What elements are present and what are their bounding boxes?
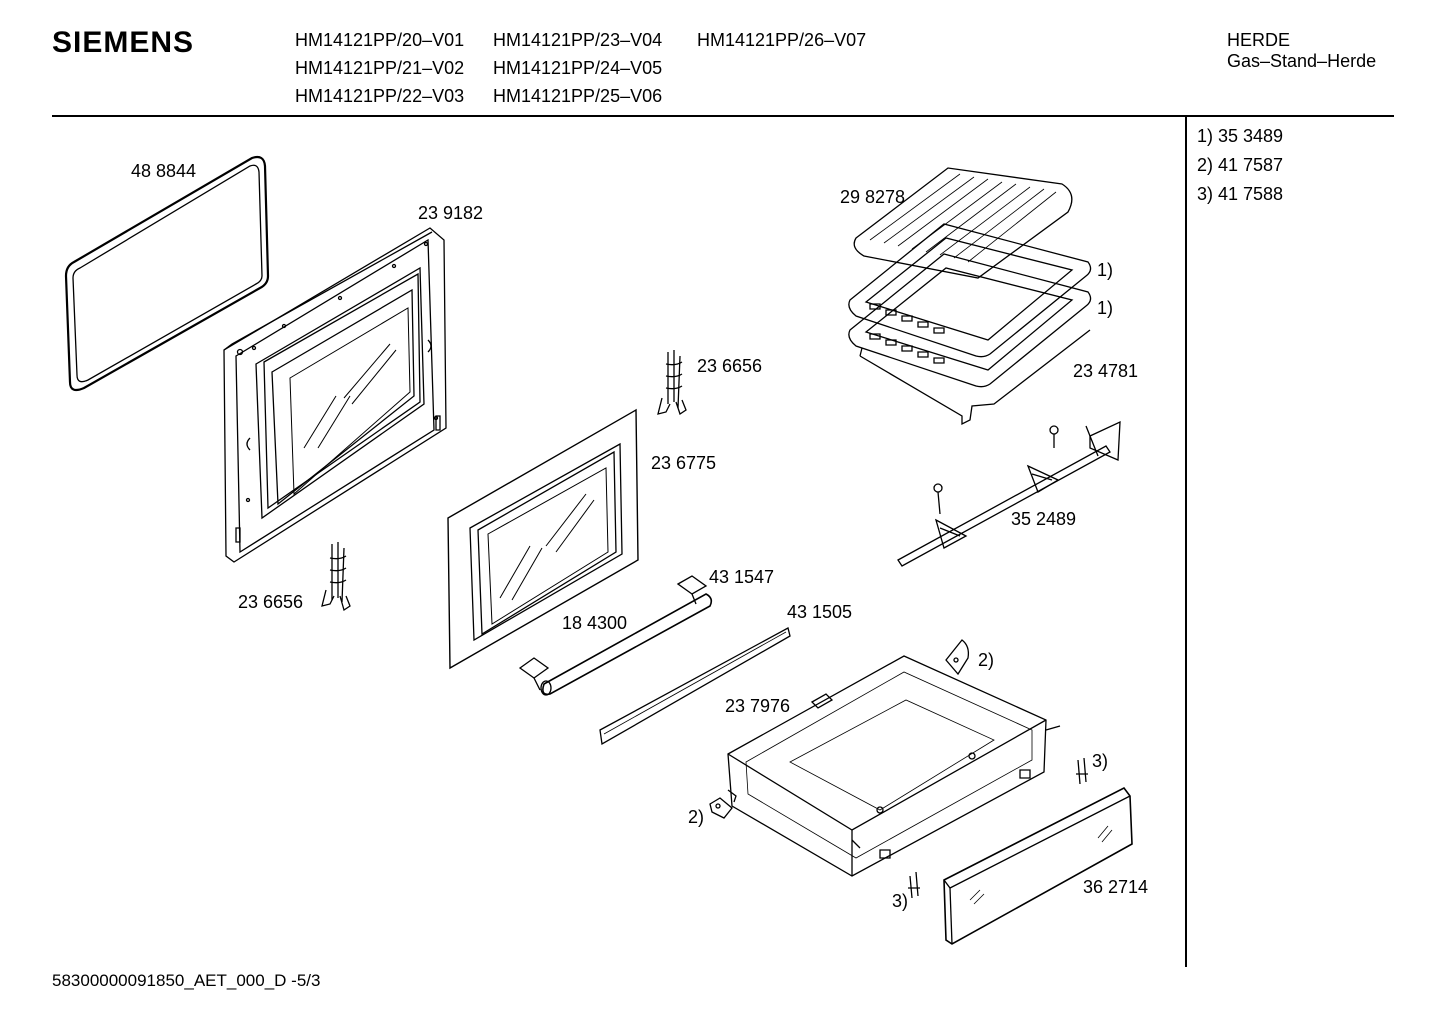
hinge	[658, 350, 686, 414]
part-label: 2)	[688, 807, 705, 827]
oven-tray	[849, 224, 1091, 357]
model-number: HM14121PP/26–V07	[697, 30, 867, 50]
drawer-bracket	[710, 798, 732, 818]
part-label: 2)	[978, 650, 995, 670]
door-seal	[66, 157, 268, 390]
brand-logo: SIEMENS	[52, 26, 195, 59]
drawer-clip	[908, 872, 920, 898]
part-label: 3)	[892, 891, 909, 911]
oven-grill-rack	[854, 168, 1072, 278]
part-label: 36 2714	[1083, 877, 1149, 897]
subcategory-title: Gas–Stand–Herde	[1227, 51, 1377, 71]
footnote: 3) 41 7588	[1197, 184, 1284, 204]
part-label: 23 9182	[418, 203, 484, 223]
rotisserie-spit	[898, 422, 1120, 566]
part-label: 3)	[1092, 751, 1109, 771]
footnote: 1) 35 3489	[1197, 126, 1284, 146]
footnote: 2) 41 7587	[1197, 155, 1284, 175]
part-label: 18 4300	[562, 613, 628, 633]
part-label: 1)	[1097, 298, 1114, 318]
notes-divider	[1185, 117, 1187, 967]
part-label: 29 8278	[840, 187, 906, 207]
part-label: 23 7976	[725, 696, 791, 716]
trim-strip	[600, 628, 790, 744]
part-label: 43 1547	[709, 567, 775, 587]
model-number: HM14121PP/21–V02	[295, 58, 465, 78]
header-divider	[52, 115, 1394, 117]
model-number: HM14121PP/20–V01	[295, 30, 465, 50]
model-number: HM14121PP/24–V05	[493, 58, 663, 78]
document-code: 58300000091850_AET_000_D -5/3	[52, 971, 321, 990]
door-handle	[520, 576, 711, 695]
category-title: HERDE	[1227, 30, 1291, 50]
hinge	[322, 542, 350, 610]
drawer-clip	[1076, 758, 1088, 784]
model-number: HM14121PP/23–V04	[493, 30, 663, 50]
part-label: 23 6656	[238, 592, 304, 612]
part-label: 1)	[1097, 260, 1114, 280]
part-label: 23 6656	[697, 356, 763, 376]
part-label: 35 2489	[1011, 509, 1077, 529]
drawer-bracket	[946, 640, 968, 674]
oven-tray	[849, 254, 1091, 387]
outer-door-glass	[448, 410, 638, 668]
part-label: 23 4781	[1073, 361, 1139, 381]
storage-drawer	[728, 656, 1060, 876]
model-number: HM14121PP/22–V03	[295, 86, 465, 106]
inner-door-panel	[224, 228, 446, 562]
drawer-front-panel	[944, 788, 1132, 944]
part-label: 23 6775	[651, 453, 717, 473]
part-label: 48 8844	[131, 161, 197, 181]
oven-tray-bottom	[860, 330, 1090, 424]
part-label: 43 1505	[787, 602, 853, 622]
model-number: HM14121PP/25–V06	[493, 86, 663, 106]
